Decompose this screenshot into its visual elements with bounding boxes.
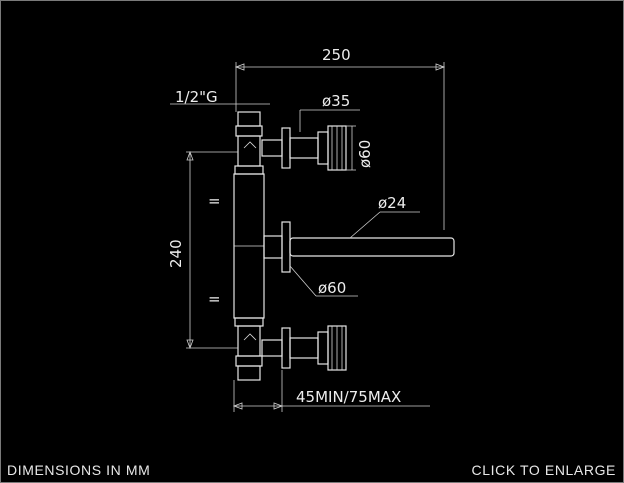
mixer-body [233,111,265,381]
dim-projection-text: 45MIN/75MAX [296,388,401,406]
dimensions-units-label: DIMENSIONS IN MM [7,462,151,478]
dim-spout-dia-text: ø24 [378,194,406,212]
top-valve [261,125,347,171]
click-to-enlarge-link[interactable]: CLICK TO ENLARGE [471,462,616,478]
equal-mark-top: = [208,192,221,210]
dimension-centers: 240 = = [167,150,238,350]
dim-overall-length-text: 250 [322,46,351,64]
dim-centers-text: 240 [167,239,185,268]
spout [263,221,455,273]
dim-thread-text: 1/2"G [175,88,218,106]
dim-handle-dia-side-text: ø60 [356,140,374,168]
bottom-valve [261,325,347,371]
dimension-projection: 45MIN/75MAX [232,370,430,412]
dimension-thread: 1/2"G [170,88,270,112]
dimension-handle-top: ø35 ø60 [299,92,374,171]
dimension-overall-length: 250 [234,46,446,230]
dimension-flange: ø60 [289,265,358,297]
equal-mark-bottom: = [208,290,221,308]
dim-handle-dia-top-text: ø35 [322,92,350,110]
dim-flange-dia-text: ø60 [318,279,346,297]
dimension-spout: ø24 [349,194,420,239]
